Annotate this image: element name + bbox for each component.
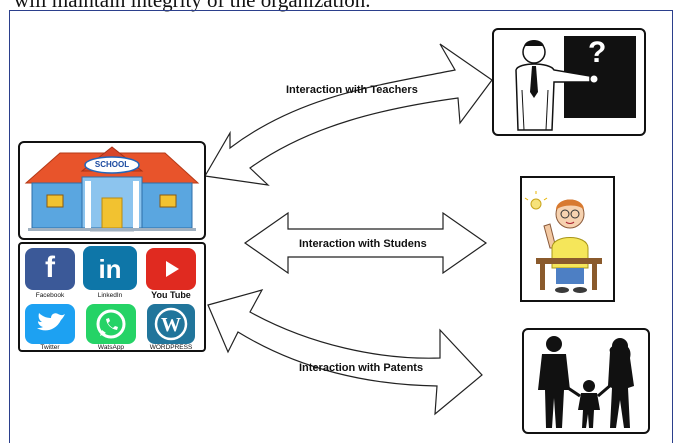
youtube-icon <box>146 248 196 290</box>
twitter-icon <box>25 304 75 344</box>
school-card: SCHOOL <box>18 141 206 240</box>
linkedin-label: LinkedIn <box>97 292 123 299</box>
youtube-label: You Tube <box>151 290 191 300</box>
facebook-label: Facebook <box>35 292 65 299</box>
social-media-card: f in Facebook LinkedIn You Tube W Twitte… <box>18 242 206 352</box>
school-sign-text: SCHOOL <box>94 160 130 169</box>
teachers-arrow-label: Interaction with Teachers <box>286 84 418 96</box>
school-building-image <box>24 146 200 232</box>
parents-arrow-label: Interaction with Patents <box>299 362 424 374</box>
teachers-arrow <box>204 43 493 186</box>
family-silhouette-image <box>538 336 634 428</box>
svg-text:W: W <box>161 314 181 336</box>
page-caption: will maintain integrity of the organizat… <box>14 0 371 12</box>
teacher-card: ? <box>492 28 646 136</box>
wordpress-icon: W <box>147 304 195 344</box>
facebook-icon: f <box>25 248 75 290</box>
twitter-label: Twitter <box>40 344 60 351</box>
blackboard-question-mark: ? <box>588 36 607 69</box>
wordpress-label: WORDPRESS <box>149 344 193 351</box>
whatsapp-icon <box>86 304 136 344</box>
students-arrow <box>243 211 488 275</box>
parents-arrow <box>207 289 483 416</box>
students-arrow-label: Interaction with Studens <box>299 238 427 250</box>
linkedin-icon: in <box>83 246 137 290</box>
parents-card <box>522 328 650 434</box>
whatsapp-label: WatsApp <box>97 344 125 351</box>
diagram-frame <box>9 10 673 443</box>
student-image <box>524 191 602 293</box>
student-card <box>520 176 615 302</box>
teacher-image <box>515 36 636 131</box>
